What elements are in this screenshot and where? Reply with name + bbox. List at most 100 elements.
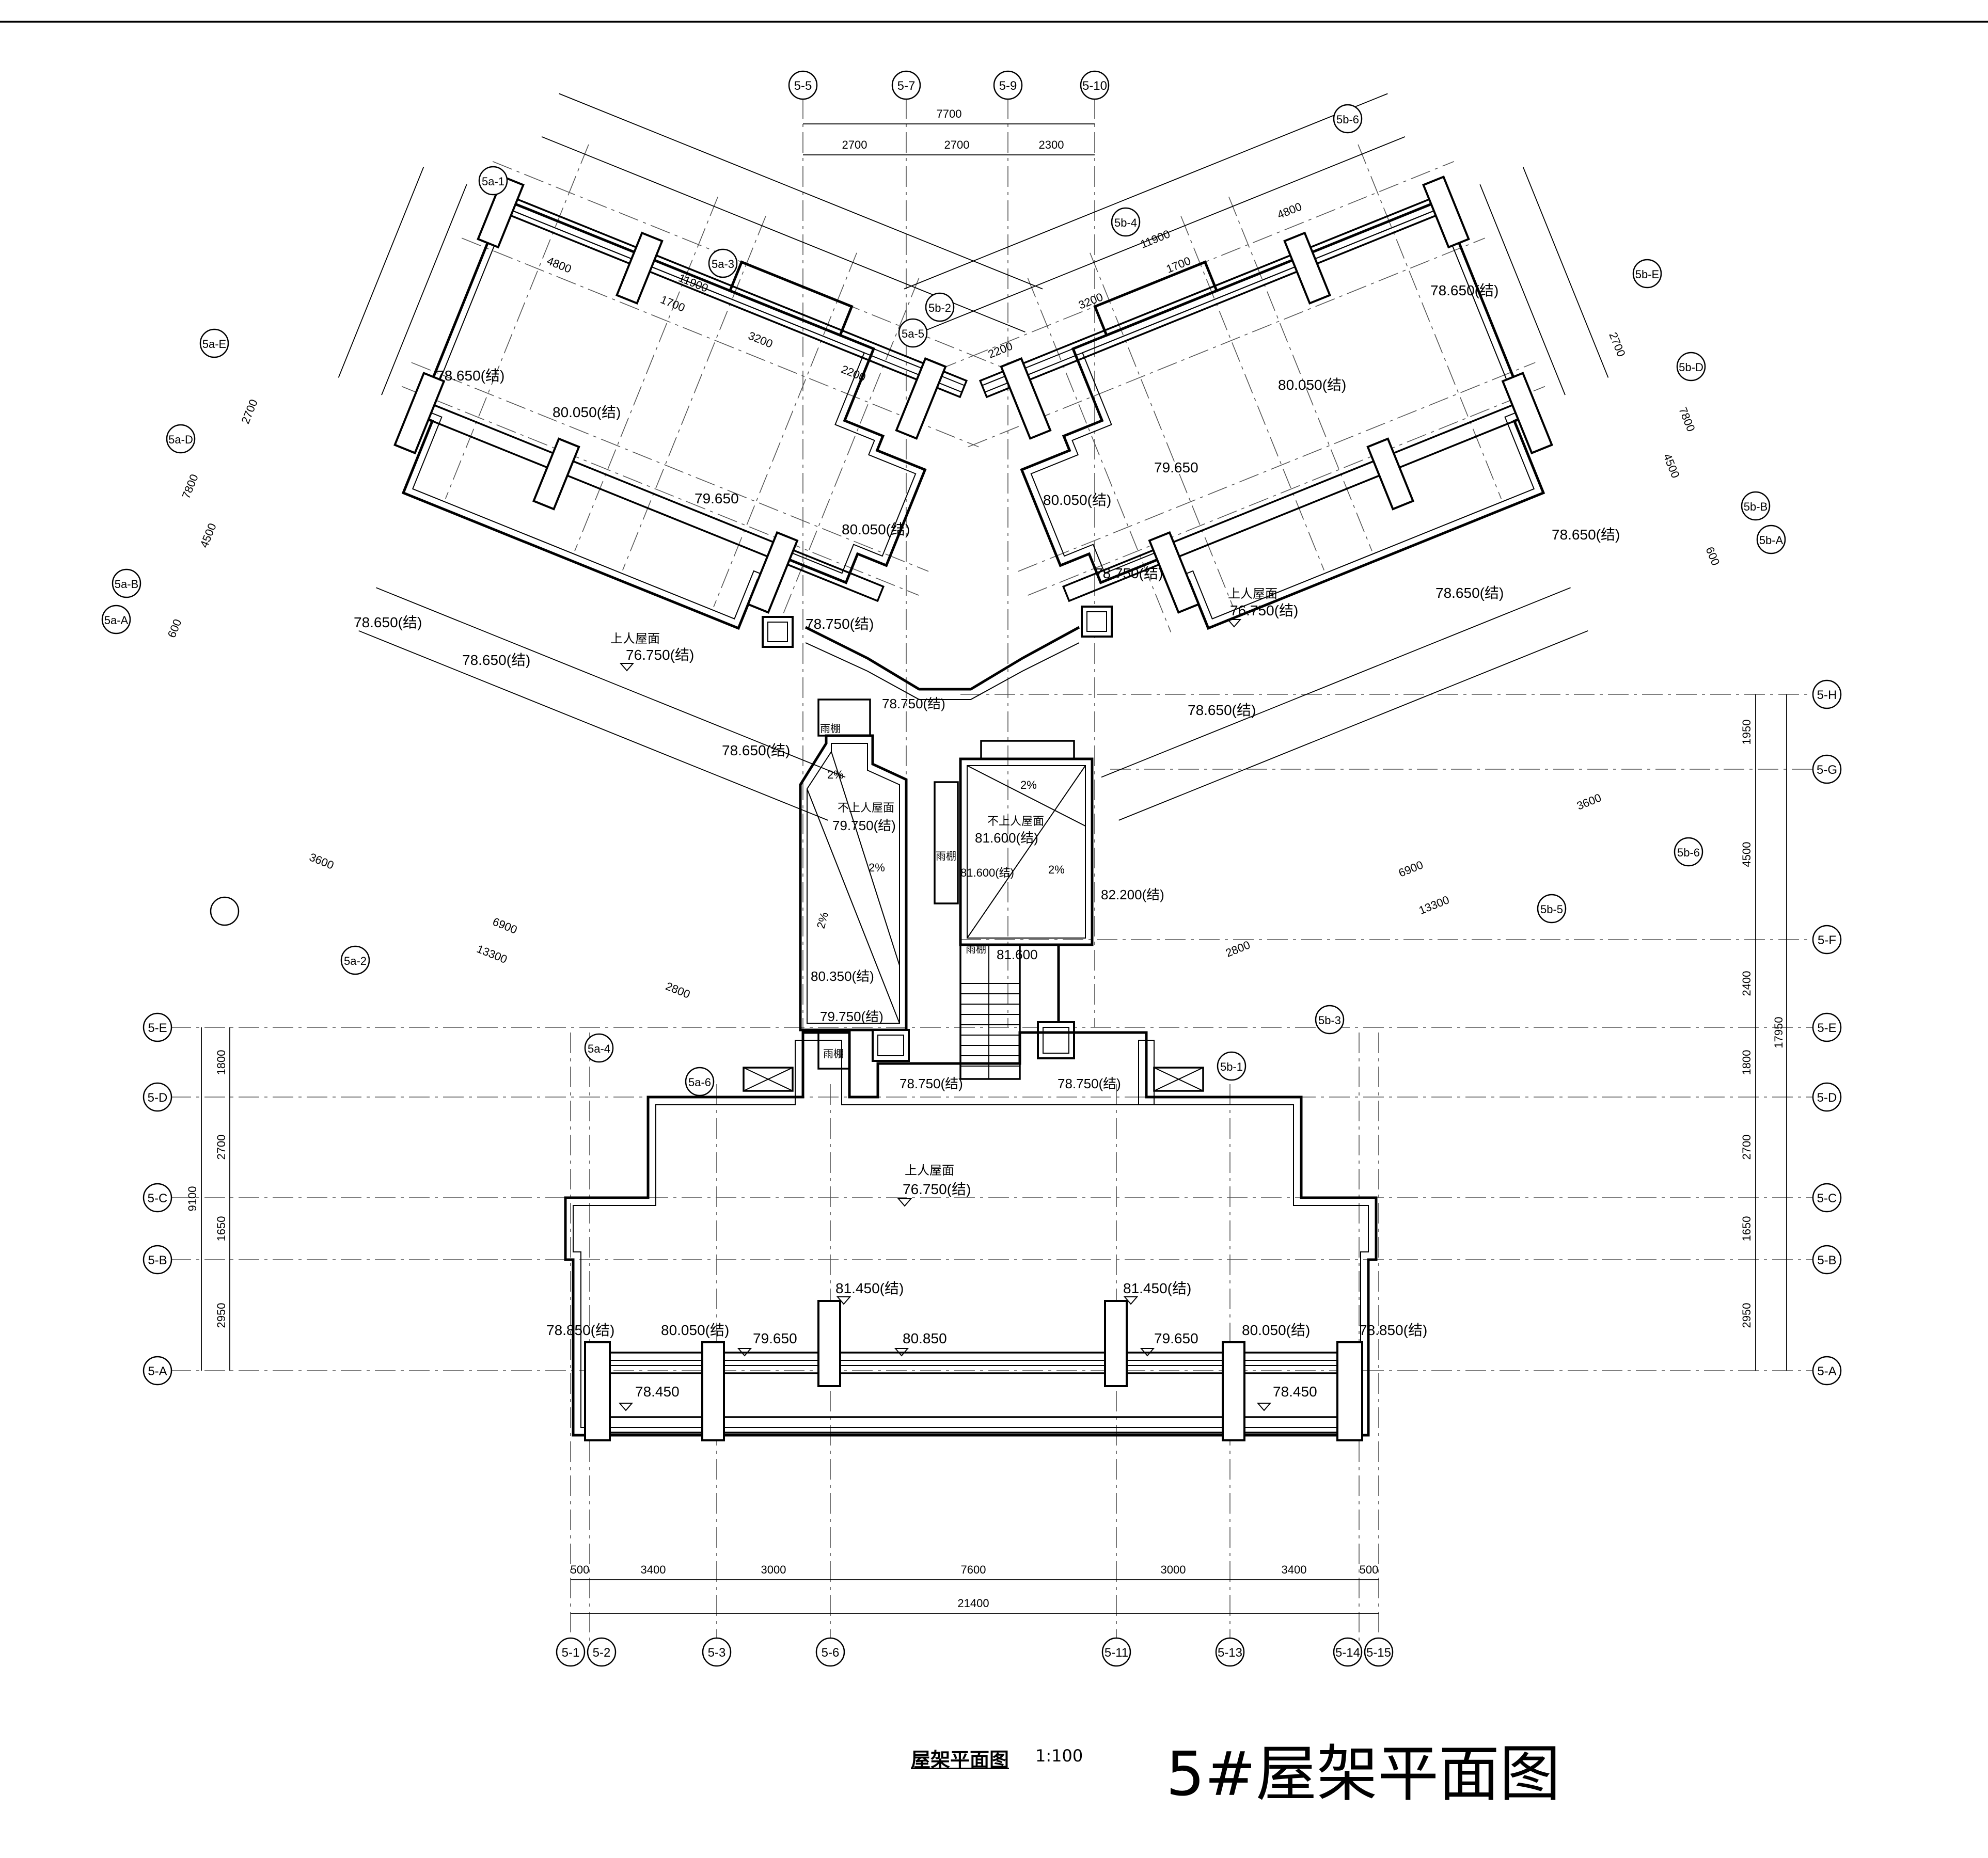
- elevation: 78.750(结): [882, 696, 945, 711]
- elevation: 78.650(结): [1435, 585, 1504, 601]
- dim-value: 600: [1703, 545, 1722, 567]
- dim-value: 1650: [1740, 1216, 1753, 1242]
- elevation: 78.650(结): [354, 614, 422, 630]
- dim-value: 2700: [215, 1135, 228, 1160]
- elevation: 78.750(结): [1095, 565, 1163, 581]
- elevation: 78.450: [1273, 1384, 1317, 1400]
- canopy-label: 雨棚: [936, 850, 956, 862]
- axis-label: 5-D: [148, 1091, 168, 1105]
- axis-label: 5a-3: [712, 258, 734, 271]
- wing-b: [904, 93, 1609, 821]
- axis-label: 5b-B: [1744, 500, 1768, 513]
- elevation: 78.650(结): [722, 742, 790, 758]
- axis-label: 5-7: [897, 79, 916, 93]
- axis-label: 5-A: [148, 1364, 167, 1378]
- elevation: 81.450(结): [835, 1280, 904, 1296]
- dim-value: 2200: [986, 339, 1015, 361]
- elevation: 78.650(结): [1188, 702, 1256, 718]
- axis-label: 5-C: [1817, 1192, 1837, 1205]
- axis-label: 5-11: [1105, 1646, 1128, 1660]
- axis-label: 5-2: [593, 1646, 611, 1660]
- dim-value: 3200: [1077, 290, 1105, 312]
- axis-bubbles-bottom: 5-1 5-2 5-3 5-6 5-11 5-13 5-14 5-15: [556, 1637, 1394, 1667]
- core-left: [799, 698, 910, 1070]
- dim-value: 6900: [491, 915, 519, 936]
- dim-value: 2800: [1224, 938, 1252, 960]
- axis-label: 5-5: [794, 79, 812, 93]
- dim-value: 6900: [1397, 858, 1425, 880]
- elevation: 81.600(结): [975, 830, 1038, 846]
- elevation: 80.050(结): [1043, 492, 1111, 508]
- elevation: 81.600(结): [960, 866, 1014, 879]
- wing-a: [338, 93, 1043, 821]
- axis-label: 5b-6: [1336, 113, 1359, 126]
- axis-label: 5-15: [1366, 1646, 1391, 1660]
- axis-label: 5b-1: [1220, 1060, 1243, 1073]
- elevation: 79.750(结): [820, 1009, 883, 1024]
- dim-value: 4800: [545, 254, 573, 276]
- drawing-scale: 1:100: [1035, 1746, 1083, 1766]
- axis-label: 5b-6: [1677, 846, 1700, 859]
- axis-label: 5-B: [1817, 1253, 1836, 1267]
- dim-value: 3400: [1282, 1563, 1307, 1576]
- axis-label: 5-C: [148, 1192, 168, 1205]
- axis-label: 5a-4: [588, 1042, 610, 1055]
- dim-value: 2950: [1740, 1303, 1753, 1328]
- elevation: 80.050(结): [1242, 1322, 1310, 1338]
- elevation: 80.050(结): [553, 404, 621, 420]
- dimensions-main: [201, 123, 1787, 1614]
- main-block: [564, 1031, 1378, 1441]
- axis-label: 5-3: [708, 1646, 726, 1660]
- dim-value: 7800: [179, 472, 201, 501]
- roof-label: 上人屋面: [1228, 587, 1277, 601]
- canopy-label: 雨棚: [966, 943, 986, 955]
- elevation: 80.050(结): [661, 1322, 729, 1338]
- axis-label: 5-H: [1817, 688, 1837, 702]
- axis-label: 5a-6: [688, 1076, 711, 1089]
- dim-value: 4800: [1275, 200, 1304, 221]
- axis-label: 5b-D: [1679, 361, 1703, 374]
- axis-label: 5b-E: [1635, 268, 1659, 281]
- dim-value: 3000: [1161, 1563, 1186, 1576]
- dim-value: 2400: [1740, 971, 1753, 996]
- dim-value: 2700: [944, 138, 970, 151]
- dim-value: 17950: [1772, 1017, 1785, 1048]
- axis-bubbles-wing-a: 5a-1 5a-2 5a-3 5a-4 5a-5 5a-6 5a-E 5a-D …: [101, 166, 928, 1097]
- elevation: 78.750(结): [900, 1076, 963, 1091]
- elevation: 81.600: [997, 947, 1038, 962]
- elevation: 76.750(结): [903, 1181, 971, 1197]
- elevation: 79.650: [753, 1330, 797, 1346]
- stair-treads: [960, 945, 1020, 1079]
- canopy-label: 雨棚: [823, 1048, 844, 1060]
- axis-label: 5-9: [999, 79, 1017, 93]
- axis-label: 5a-5: [902, 327, 924, 340]
- axis-bubbles-right: 5-H 5-G 5-F 5-E 5-D 5-C 5-B 5-A: [1812, 679, 1842, 1386]
- dim-value: 3600: [307, 850, 336, 872]
- elevation: 80.050(结): [842, 521, 910, 537]
- elevation: 78.650(结): [436, 368, 504, 384]
- axis-label: 5-D: [1817, 1091, 1837, 1105]
- dim-value: 7800: [1676, 405, 1698, 434]
- elevation-labels-main: 上人屋面 76.750(结) 81.450(结) 81.450(结) 78.85…: [546, 1164, 1427, 1400]
- dim-value: 500: [571, 1563, 590, 1576]
- axis-bubbles-left: 5-E 5-D 5-C 5-B 5-A: [143, 1012, 172, 1386]
- axis-label: 5b-5: [1540, 903, 1563, 916]
- dim-value: 4500: [1740, 842, 1753, 867]
- elevation: 79.650: [1154, 459, 1198, 475]
- dim-value: 1650: [215, 1216, 228, 1242]
- dim-value: 2800: [664, 979, 692, 1001]
- dim-value: 2700: [1606, 330, 1628, 359]
- axis-label: 5b-A: [1759, 534, 1784, 547]
- slope-label: 2%: [814, 911, 831, 930]
- dim-value: 600: [165, 617, 184, 639]
- elevation: 76.750(结): [1230, 602, 1298, 618]
- elevation-labels-core: 78.750(结) 雨棚 2% 不上人屋面 79.750(结) 2% 2% 80…: [811, 696, 1164, 1091]
- axis-label: 5-6: [822, 1646, 840, 1660]
- canopy-label: 雨棚: [820, 723, 841, 735]
- axis-label: 5a-E: [202, 338, 226, 351]
- elevation: 79.750(结): [832, 818, 896, 833]
- axis-label: 5a-A: [104, 614, 129, 627]
- elevation-labels-wing-b: 78.650(结) 80.050(结) 79.650 80.050(结) 78.…: [1043, 282, 1620, 718]
- axis-label: 5b-4: [1114, 216, 1137, 229]
